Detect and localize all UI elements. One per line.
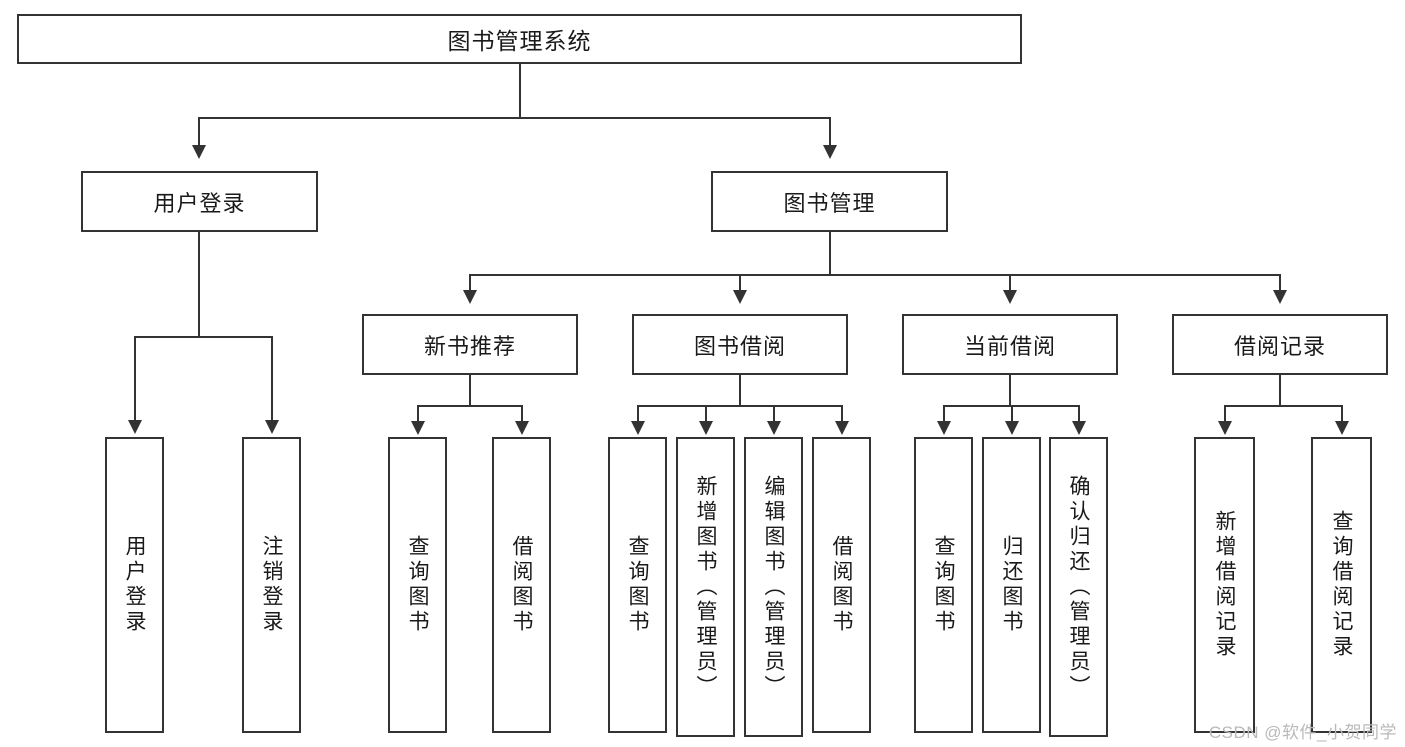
connector-root-stem <box>519 64 521 117</box>
arrow-root-to-book-manage <box>823 145 837 159</box>
connector-book-borrow-rail <box>637 405 842 407</box>
connector-current-borrow-leaf-3 <box>1078 405 1080 423</box>
node-label: 新增借阅记录 <box>1213 510 1236 660</box>
connector-borrow-record-stem <box>1279 375 1281 406</box>
arrow-book-manage-to-book-borrow <box>733 290 747 304</box>
node-borrow-record[interactable]: 借阅记录 <box>1172 314 1388 375</box>
node-label: 归还图书 <box>1000 535 1023 635</box>
connector-book-borrow-leaf-3 <box>773 405 775 423</box>
connector-new-book-stem <box>469 375 471 406</box>
leaf-add-book-admin[interactable]: 新增图书（管理员） <box>676 437 735 737</box>
arrow-book-borrow-leaf-3 <box>767 421 781 435</box>
leaf-confirm-return-admin[interactable]: 确认归还（管理员） <box>1049 437 1108 737</box>
node-label: 用户登录 <box>153 190 246 216</box>
arrow-new-book-leaf-1 <box>411 421 425 435</box>
connector-new-book-leaf-2 <box>521 405 523 423</box>
arrow-book-borrow-leaf-1 <box>631 421 645 435</box>
node-label: 编辑图书（管理员） <box>762 474 785 700</box>
connector-root-to-book-manage <box>829 117 831 147</box>
node-new-book-recommend[interactable]: 新书推荐 <box>362 314 578 375</box>
node-book-management[interactable]: 图书管理 <box>711 171 948 232</box>
node-label: 当前借阅 <box>963 333 1056 359</box>
arrow-book-borrow-leaf-4 <box>835 421 849 435</box>
connector-current-borrow-leaf-2 <box>1011 405 1013 423</box>
leaf-user-login[interactable]: 用户登录 <box>105 437 164 733</box>
node-label: 注销登录 <box>260 535 283 635</box>
arrow-new-book-leaf-2 <box>515 421 529 435</box>
connector-current-borrow-leaf-1 <box>943 405 945 423</box>
arrow-borrow-record-leaf-1 <box>1218 421 1232 435</box>
node-label: 图书管理系统 <box>447 28 592 54</box>
node-label: 图书借阅 <box>693 333 786 359</box>
connector-new-book-rail <box>417 405 523 407</box>
arrow-user-login-leaf-1 <box>128 420 142 434</box>
connector-book-borrow-leaf-2 <box>705 405 707 423</box>
arrow-book-manage-to-current-borrow <box>1003 290 1017 304</box>
node-label: 查询借阅记录 <box>1330 510 1353 660</box>
leaf-logout[interactable]: 注销登录 <box>242 437 301 733</box>
connector-root-rail <box>198 117 831 119</box>
arrow-current-borrow-leaf-1 <box>937 421 951 435</box>
leaf-borrow-book[interactable]: 借阅图书 <box>812 437 871 733</box>
node-user-login[interactable]: 用户登录 <box>81 171 318 232</box>
leaf-query-book-recommend[interactable]: 查询图书 <box>388 437 447 733</box>
connector-book-manage-to-new-book <box>469 274 471 292</box>
node-label: 确认归还（管理员） <box>1067 474 1090 700</box>
connector-book-manage-to-current-borrow <box>1009 274 1011 292</box>
leaf-query-book-borrow[interactable]: 查询图书 <box>608 437 667 733</box>
leaf-query-book-current[interactable]: 查询图书 <box>914 437 973 733</box>
connector-borrow-record-leaf-2 <box>1341 405 1343 423</box>
node-label: 借阅图书 <box>510 535 533 635</box>
arrow-root-to-user-login <box>192 145 206 159</box>
leaf-add-borrow-record[interactable]: 新增借阅记录 <box>1194 437 1255 733</box>
arrow-book-manage-to-new-book <box>463 290 477 304</box>
node-label: 新书推荐 <box>423 333 516 359</box>
node-label: 查询图书 <box>406 535 429 635</box>
leaf-return-book[interactable]: 归还图书 <box>982 437 1041 733</box>
node-current-borrow[interactable]: 当前借阅 <box>902 314 1118 375</box>
arrow-current-borrow-leaf-2 <box>1005 421 1019 435</box>
connector-book-borrow-stem <box>739 375 741 406</box>
connector-book-manage-rail <box>469 274 1280 276</box>
connector-book-borrow-leaf-1 <box>637 405 639 423</box>
node-book-borrow[interactable]: 图书借阅 <box>632 314 848 375</box>
leaf-borrow-book-recommend[interactable]: 借阅图书 <box>492 437 551 733</box>
node-label: 借阅图书 <box>830 535 853 635</box>
connector-user-login-leaf-1 <box>134 336 136 422</box>
node-label: 新增图书（管理员） <box>694 474 717 700</box>
leaf-edit-book-admin[interactable]: 编辑图书（管理员） <box>744 437 803 737</box>
arrow-borrow-record-leaf-2 <box>1335 421 1349 435</box>
arrow-book-manage-to-borrow-record <box>1273 290 1287 304</box>
csdn-watermark: CSDN @软件_小贺同学 <box>1208 723 1397 742</box>
connector-user-login-rail <box>134 336 273 338</box>
connector-user-login-stem <box>198 232 200 337</box>
connector-root-to-user-login <box>198 117 200 147</box>
node-label: 查询图书 <box>932 535 955 635</box>
connector-book-borrow-leaf-4 <box>841 405 843 423</box>
node-label: 图书管理 <box>783 190 876 216</box>
connector-book-manage-to-book-borrow <box>739 274 741 292</box>
arrow-book-borrow-leaf-2 <box>699 421 713 435</box>
connector-current-borrow-stem <box>1009 375 1011 406</box>
node-label: 用户登录 <box>123 535 146 635</box>
connector-new-book-leaf-1 <box>417 405 419 423</box>
connector-borrow-record-rail <box>1224 405 1343 407</box>
node-label: 借阅记录 <box>1233 333 1326 359</box>
arrow-user-login-leaf-2 <box>265 420 279 434</box>
connector-book-manage-stem <box>829 232 831 275</box>
node-root-library-system[interactable]: 图书管理系统 <box>17 14 1022 64</box>
connector-book-manage-to-borrow-record <box>1279 274 1281 292</box>
connector-user-login-leaf-2 <box>271 336 273 422</box>
node-label: 查询图书 <box>626 535 649 635</box>
arrow-current-borrow-leaf-3 <box>1072 421 1086 435</box>
connector-borrow-record-leaf-1 <box>1224 405 1226 423</box>
leaf-query-borrow-record[interactable]: 查询借阅记录 <box>1311 437 1372 733</box>
